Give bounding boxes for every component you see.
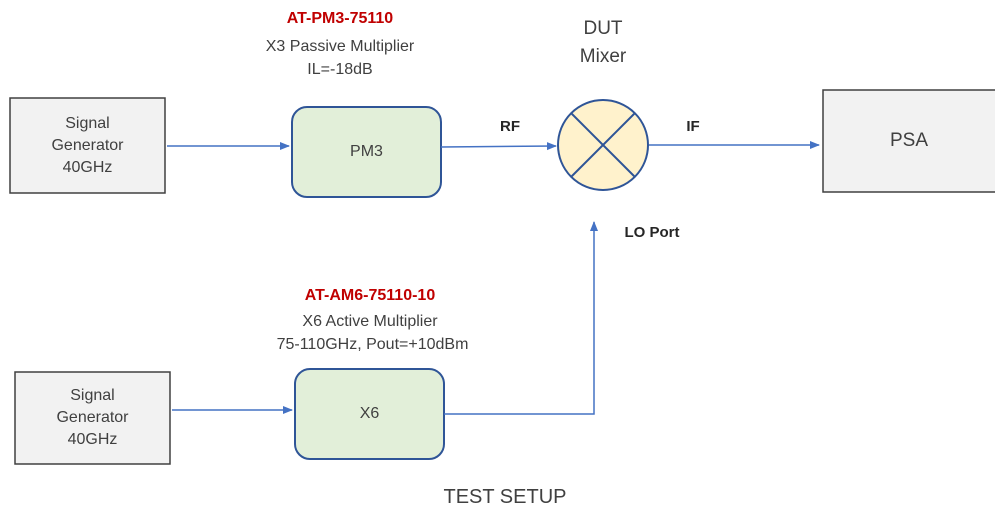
dut-label: DUT — [583, 18, 623, 39]
signal-generator-bottom-box — [14, 371, 171, 465]
arrow-pm3-to-mixer-rf — [440, 142, 557, 151]
x6-description: X6 Active Multiplier — [302, 313, 438, 330]
x6-part-number: AT-AM6-75110-10 — [304, 287, 436, 304]
if-port-label: IF — [686, 118, 700, 135]
x6-spec: 75-110GHz, Pout=+10dBm — [276, 336, 469, 353]
mixer-symbol — [557, 99, 649, 191]
psa-label: PSA — [889, 130, 929, 151]
signal-generator-top-box — [9, 97, 166, 194]
signal-generator-bottom-label: Signal Generator 40GHz — [56, 387, 129, 448]
arrow-x6-to-mixer-lo — [444, 221, 598, 415]
signal-generator-top-label: Signal Generator 40GHz — [51, 114, 124, 176]
pm3-spec: IL=-18dB — [307, 61, 373, 78]
test-setup-title: TEST SETUP — [443, 486, 567, 508]
pm3-box — [291, 106, 442, 198]
x6-label: X6 — [359, 405, 380, 422]
mixer-label: Mixer — [579, 46, 627, 67]
pm3-part-number: AT-PM3-75110 — [286, 10, 394, 27]
rf-port-label: RF — [500, 118, 520, 135]
pm3-description: X3 Passive Multiplier — [265, 38, 415, 55]
psa-box — [822, 89, 995, 193]
pm3-label: PM3 — [350, 143, 383, 160]
lo-port-label: LO Port — [624, 224, 680, 241]
